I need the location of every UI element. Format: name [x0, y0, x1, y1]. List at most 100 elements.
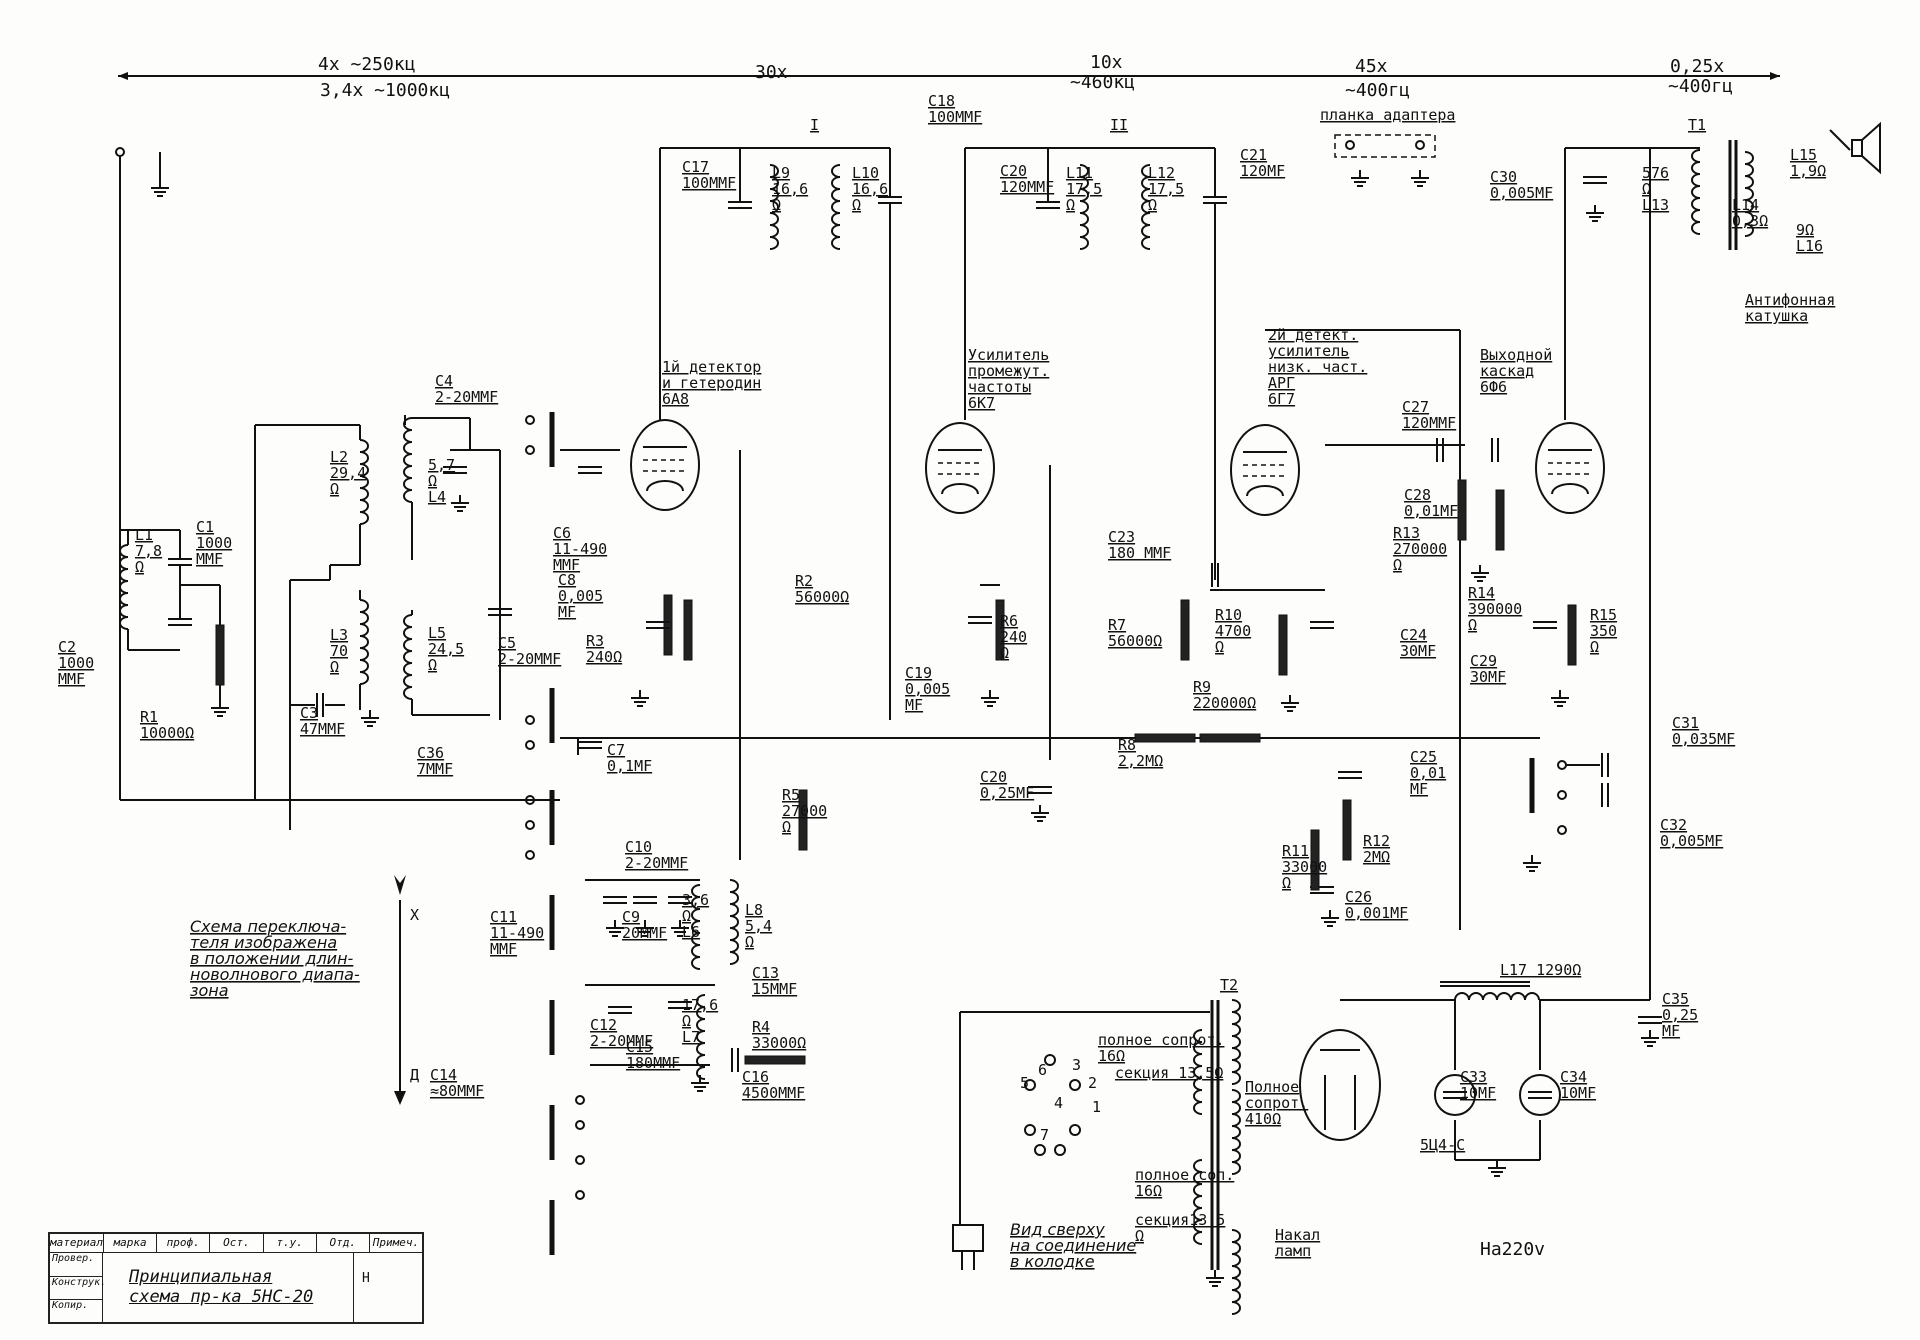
label-if2: II — [1110, 116, 1128, 134]
tube-6a8 — [630, 419, 700, 511]
tube-6f6 — [1535, 422, 1605, 514]
label-t1: T1 — [1688, 116, 1706, 134]
label-arrow-x: X — [410, 906, 419, 924]
title-block-header-cell: проф. — [157, 1234, 211, 1252]
label-switch-pin: 5 — [1020, 1074, 1029, 1092]
label-mains: На220v — [1480, 1239, 1545, 1260]
mains-plug — [952, 1011, 1210, 1270]
label-switch-pin: 7 — [1040, 1126, 1049, 1144]
switch-direction-arrow — [394, 875, 406, 1105]
band-label-af2: 0,25x — [1670, 56, 1724, 77]
6g7-stage — [1134, 329, 1465, 930]
title-block-side-cell: Провер. — [50, 1253, 102, 1277]
title-block-header-cell: Отд. — [317, 1234, 370, 1252]
label-arrow-d: Д — [410, 1066, 419, 1084]
band-label-af2-2: ~400гц — [1668, 76, 1733, 97]
if-transformer-2 — [964, 147, 1228, 580]
sheet-mark: Н — [362, 1271, 370, 1286]
6a8-cathode — [630, 450, 808, 860]
label-switch-pin: 3 — [1072, 1056, 1081, 1074]
title-block-side: Провер.Конструк.Копир. — [50, 1253, 106, 1323]
label-switch-pin: 1 — [1092, 1098, 1101, 1116]
label-adapter: планка адаптера — [1320, 106, 1455, 124]
drawing-title-line1: Принципиальная — [129, 1267, 273, 1287]
oscillator-coils — [585, 879, 806, 1092]
title-block-header-cell: Ост. — [210, 1234, 264, 1252]
title-block-header-cell: Примеч. — [372, 1236, 420, 1249]
label-t2: T2 — [1220, 976, 1238, 994]
band-label-if: 10x — [1090, 52, 1123, 73]
tube-6g7 — [1230, 424, 1300, 516]
title-block-header-cell: материал — [50, 1234, 104, 1252]
band-label-rf-2: 3,4x ~1000кц — [320, 80, 450, 101]
label-l17: L17 1290Ω — [1500, 961, 1581, 979]
label-switch-pin: 4 — [1054, 1094, 1063, 1112]
band-label-rf: 4x ~250кц — [318, 54, 416, 75]
band-arrows — [118, 72, 1780, 80]
6k7-cathode — [967, 465, 1053, 822]
output-transformer-t1 — [1691, 129, 1851, 250]
filter-choke-l17 — [1340, 981, 1650, 1177]
title-block-header-cell: т.у. — [264, 1234, 317, 1252]
antenna-input — [115, 147, 560, 801]
